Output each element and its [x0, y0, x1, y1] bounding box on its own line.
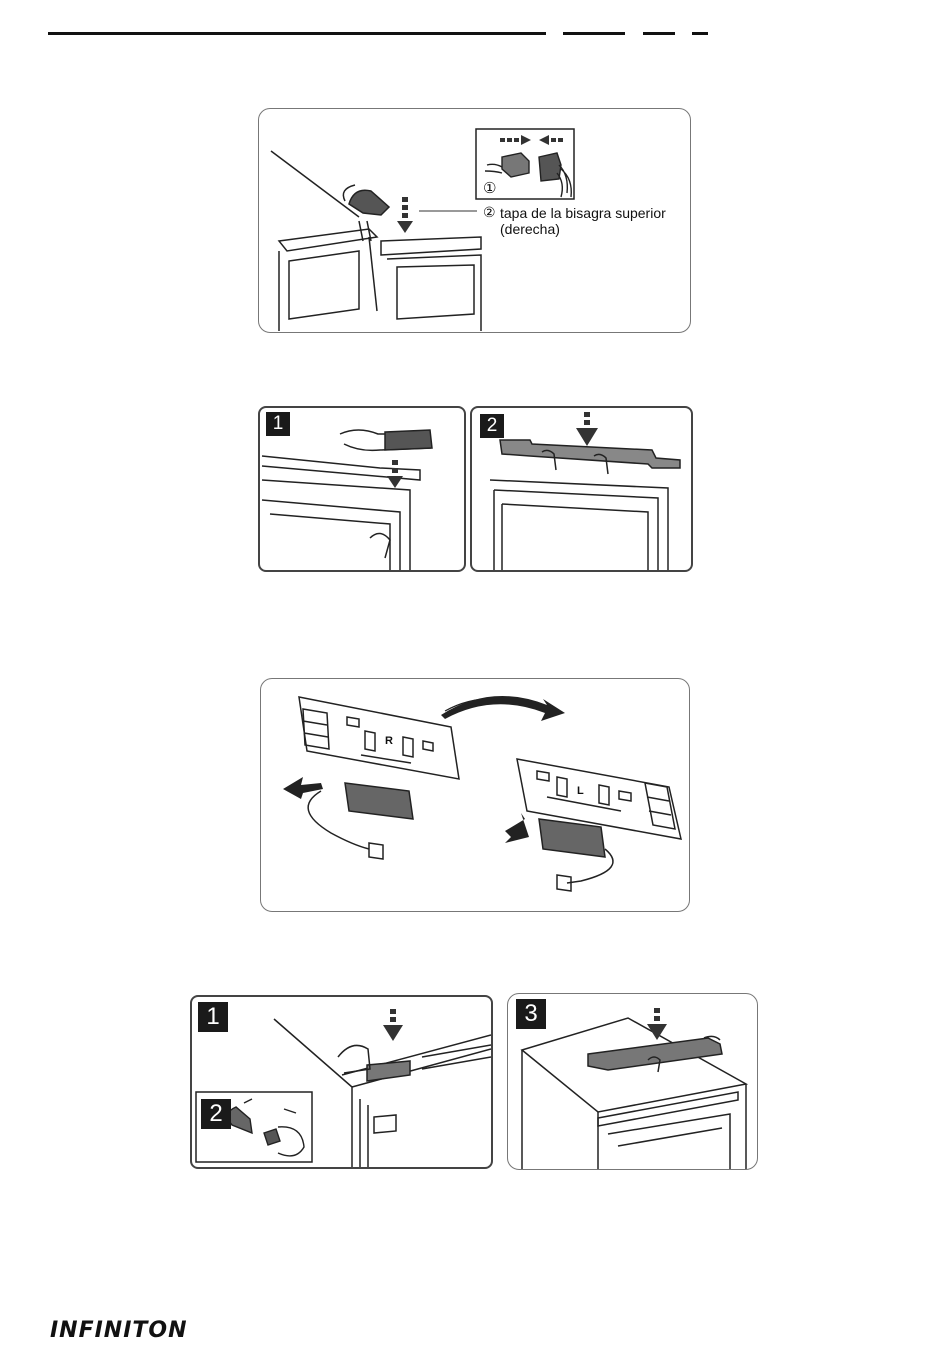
- figure-step-1-connector-panel: 1 2: [190, 995, 493, 1169]
- hinge-swap-illustration: [261, 679, 689, 911]
- step-1-illustration: [260, 408, 464, 570]
- callout-hinge-cover-line2: (derecha): [500, 221, 560, 237]
- figure-step-3-panel: 3: [507, 993, 758, 1170]
- hinge-letter-r: R: [385, 733, 393, 749]
- figure-hinge-swap-panel: R L: [260, 678, 690, 912]
- figure-step-2-panel: 2: [470, 406, 693, 572]
- figure-hinge-cover-panel: ① ② tapa de la bisagra superior (derecha…: [258, 108, 691, 333]
- step-2-badge: 2: [480, 414, 504, 438]
- figure-step-1-panel: 1: [258, 406, 466, 572]
- connector-step-1-illustration: [192, 997, 491, 1167]
- step-1-badge: 1: [266, 412, 290, 436]
- step-2-illustration: [472, 408, 691, 570]
- header-rule-short-3: [692, 32, 708, 35]
- header-rule-short-1: [563, 32, 625, 35]
- brand-logo: INFINITON: [50, 1318, 188, 1343]
- header-rule-short-2: [643, 32, 675, 35]
- step-3-badge: 3: [516, 999, 546, 1029]
- header-rule-long: [48, 32, 546, 35]
- inset-marker-one: ①: [483, 179, 496, 197]
- callout-marker-two: ②: [483, 204, 496, 220]
- step-2-connector-badge: 2: [201, 1099, 231, 1129]
- callout-hinge-cover-line1: tapa de la bisagra superior: [500, 205, 666, 221]
- step-1-connector-badge: 1: [198, 1002, 228, 1032]
- hinge-letter-l: L: [577, 783, 584, 799]
